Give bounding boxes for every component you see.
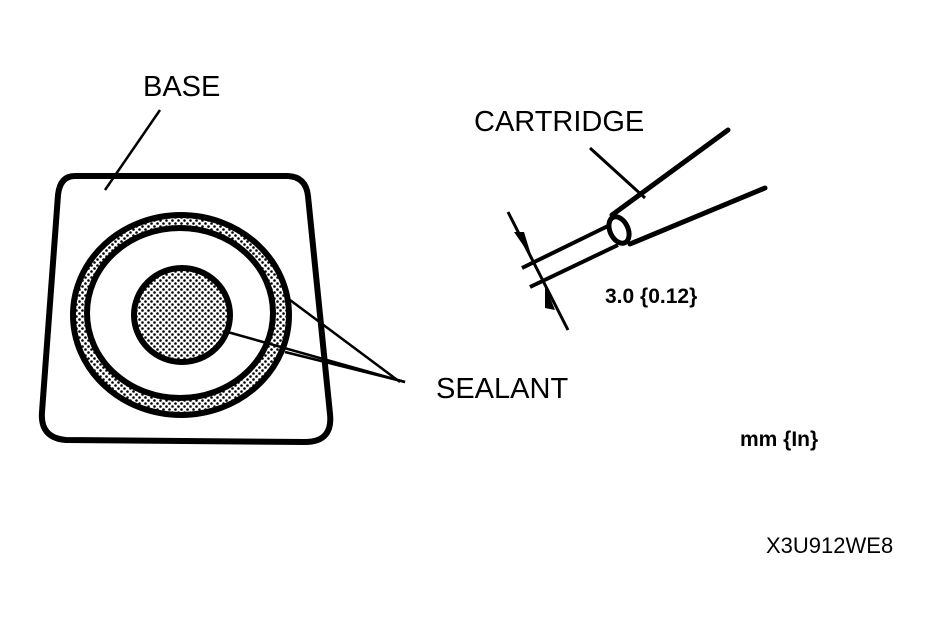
bead-diameter-label: 3.0 {0.12} <box>605 285 698 308</box>
cartridge-nozzle <box>521 127 768 289</box>
sealant-leader-ring-lower <box>284 350 406 384</box>
base-outline <box>38 173 334 445</box>
base-leader-line <box>103 109 162 191</box>
figure-code-label: X3U912WE8 <box>766 533 894 558</box>
base-label: BASE <box>143 71 221 103</box>
sealant-label: SEALANT <box>436 373 569 405</box>
sealant-leader-ring <box>289 298 401 384</box>
dimension-arrows <box>506 211 570 331</box>
cartridge-leader-line <box>588 146 647 200</box>
sealant-center-dab <box>131 265 233 365</box>
units-label: mm {In} <box>740 428 819 451</box>
cartridge-label: CARTRIDGE <box>474 106 645 138</box>
